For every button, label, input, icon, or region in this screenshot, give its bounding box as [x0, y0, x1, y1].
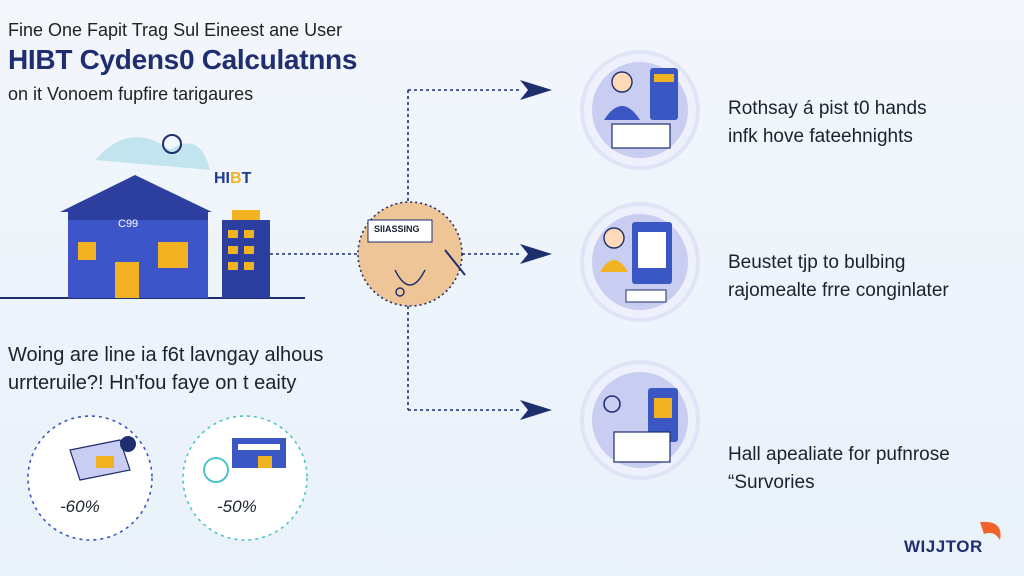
- right-item-1-line-2: infk hove fateehnights: [728, 126, 913, 147]
- house-illustration: [0, 134, 305, 299]
- building-sign: HIBT: [214, 170, 251, 188]
- question-line-2: urrteruile?! Hn'fou faye on t eaity: [8, 372, 297, 394]
- right-item-3-line-2: “Survories: [728, 472, 815, 493]
- center-badge: [357, 201, 466, 307]
- right-item-2-line-2: rajomealte frre conginlater: [728, 280, 949, 301]
- right-item-1-line-1: Rothsay á pist t0 hands: [728, 98, 927, 119]
- center-badge-label: SIIASSING: [374, 224, 420, 234]
- question-line-1: Woing are line ia f6t lavngay alhous: [8, 344, 324, 366]
- building-sign-suffix: T: [241, 170, 252, 187]
- arrow-icon: [520, 244, 552, 264]
- right-item-2-line-1: Beustet tjp to bulbing: [728, 252, 906, 273]
- brand-logo: WIJJTOR: [904, 537, 983, 556]
- right-item-3-line-1: Hall apealiate for pufnrose: [728, 444, 950, 465]
- stat-label: -50%: [217, 497, 257, 516]
- stat-circle-2: [182, 415, 308, 541]
- house-label: C99: [118, 218, 139, 230]
- arrow-icon: [520, 400, 552, 420]
- brand-logo-icon: [980, 521, 1001, 540]
- arrow-icon: [520, 80, 552, 100]
- header-subtitle-bottom: on it Vonoem fupfire tarigaures: [8, 84, 254, 104]
- devices-icon: [580, 360, 700, 480]
- building-sign-highlight: B: [230, 170, 242, 187]
- analyst-icon: [580, 50, 700, 170]
- advisor-icon: [580, 202, 700, 322]
- stat-label: -60%: [60, 497, 100, 516]
- header-subtitle-top: Fine One Fapit Trag Sul Eineest ane User: [8, 20, 343, 40]
- building-sign-prefix: HI: [214, 170, 230, 187]
- page-title: HIBT Cydens0 Calculatnns: [8, 44, 358, 75]
- connector-lines: [270, 89, 520, 411]
- stat-circle-1: [27, 415, 153, 541]
